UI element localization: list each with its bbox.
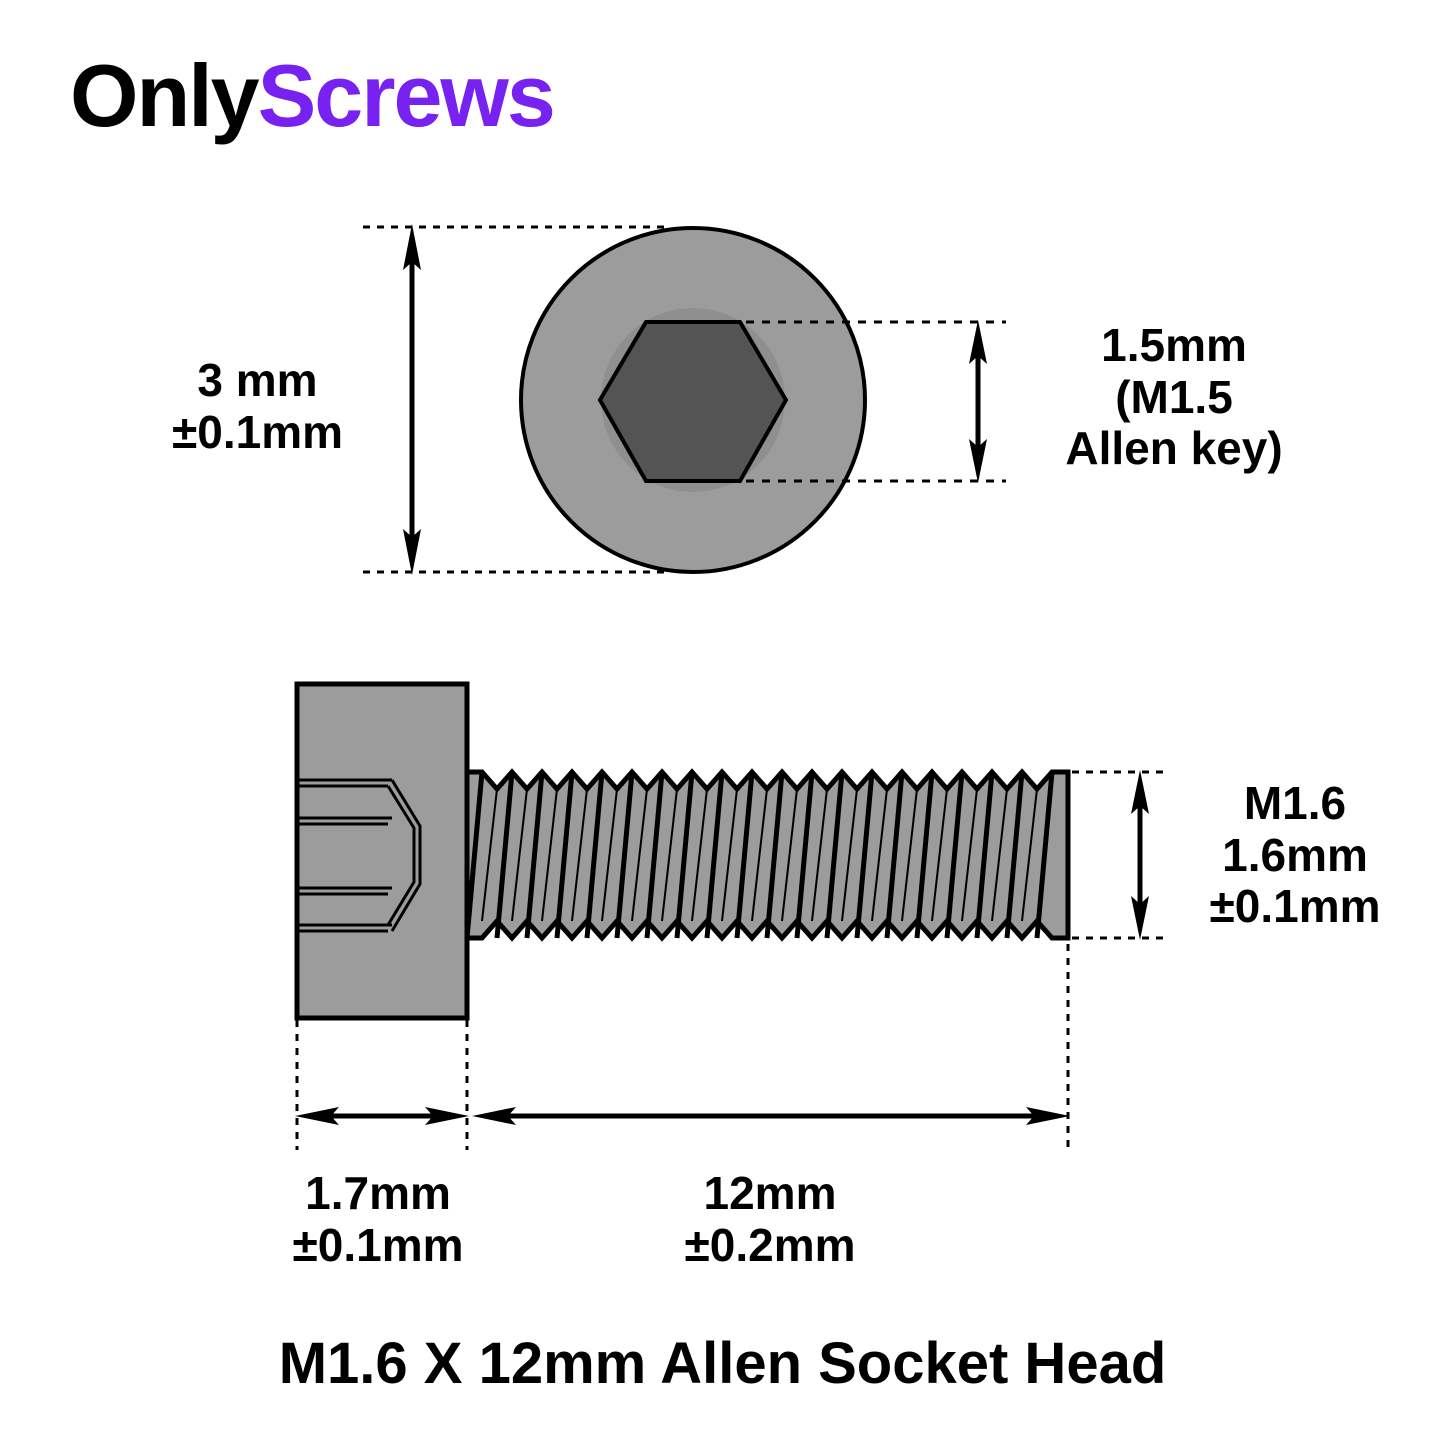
socket-chevron-inner [386,785,416,926]
logo-text-only: Only [70,46,260,145]
thread-line [494,771,515,939]
thread-line [794,771,815,939]
side-view-group [294,681,470,1021]
thread-root-line [541,788,558,922]
dim-arrowhead-hex-up [969,320,987,364]
label-thread-length-line1: 12mm [703,1167,837,1219]
thread-root-line [931,788,948,922]
hex-socket-shape [597,320,789,483]
top-view-group [519,226,867,574]
dim-head-height [363,224,668,575]
thread-line [824,771,845,939]
thread-root-line [991,788,1008,922]
label-thread-length-line2: ±0.2mm [684,1218,856,1271]
label-thread-diameter-line3: ±0.1mm [1209,880,1381,933]
dim-arrowhead-dia-down [1131,896,1149,940]
thread-line [854,771,875,939]
label-thread-length: 12mm±0.2mm [630,1167,910,1271]
thread-line [1004,771,1025,939]
dim-arrowhead-hex-down [969,439,987,483]
label-hex-socket-line2: (M1.5 [1115,370,1233,423]
thread-line [944,771,965,939]
dim-arrowhead-thread-left [472,1107,516,1125]
thread-root-line [721,788,738,922]
thread-root-line [961,788,978,922]
dim-arrowhead-dia-up [1131,770,1149,814]
dim-arrowhead-head-left [295,1107,339,1125]
label-head-height: 3 mm±0.1mm [150,354,365,458]
brand-logo: OnlyScrews [70,52,556,140]
socket-profile-lines [299,778,422,933]
thread-line [674,771,695,939]
thread-line [554,771,575,939]
thread-line [1034,771,1055,939]
label-head-length-line1: 1.7mm [305,1167,451,1219]
dim-arrowhead-up [403,224,421,270]
thread-line [884,771,905,939]
dim-arrowhead-down [403,529,421,575]
product-caption: M1.6 X 12mm Allen Socket Head [278,1331,1167,1396]
dim-head-length [295,1020,469,1150]
thread-root-line [631,788,648,922]
label-thread-diameter-line2: 1.6mm [1222,828,1368,881]
logo-text-screws: Screws [257,46,556,145]
dim-thread-diameter [1058,770,1168,940]
thread-line [524,771,545,939]
label-hex-socket-line3: Allen key) [1065,422,1283,475]
thread-line [464,771,485,939]
thread-line [914,771,935,939]
dim-thread-length [472,944,1070,1150]
label-head-length-line2: ±0.1mm [292,1218,464,1271]
dim-arrowhead-head-right [425,1107,469,1125]
label-thread-diameter-line1: M1.6 [1243,777,1347,829]
socket-chevron-outer [390,779,422,932]
label-head-height-line1: 3 mm [197,354,318,406]
dim-arrowhead-thread-right [1026,1107,1070,1125]
thread-root-line [901,788,918,922]
thread-line [614,771,635,939]
screw-head-body [294,681,470,1021]
thread-root-line [811,788,828,922]
dim-hex-socket [730,320,1006,483]
label-head-height-line2: ±0.1mm [172,405,343,458]
thread-line [644,771,665,939]
threaded-shank-group [464,768,1071,942]
thread-line [734,771,755,939]
label-head-length: 1.7mm±0.1mm [258,1167,498,1271]
thread-line [764,771,785,939]
thread-root-line [481,788,498,922]
thread-body [464,768,1071,942]
thread-line [584,771,605,939]
label-hex-socket-line1: 1.5mm [1101,319,1247,371]
thread-crest-lines [464,771,1055,939]
thread-line [974,771,995,939]
thread-root-lines [481,788,1038,922]
thread-root-line [691,788,708,922]
thread-root-line [781,788,798,922]
thread-root-line [751,788,768,922]
thread-root-line [511,788,528,922]
thread-root-line [571,788,588,922]
thread-root-line [661,788,678,922]
thread-root-line [871,788,888,922]
thread-root-line [601,788,618,922]
thread-line [704,771,725,939]
thread-root-line [841,788,858,922]
thread-root-line [1021,788,1038,922]
